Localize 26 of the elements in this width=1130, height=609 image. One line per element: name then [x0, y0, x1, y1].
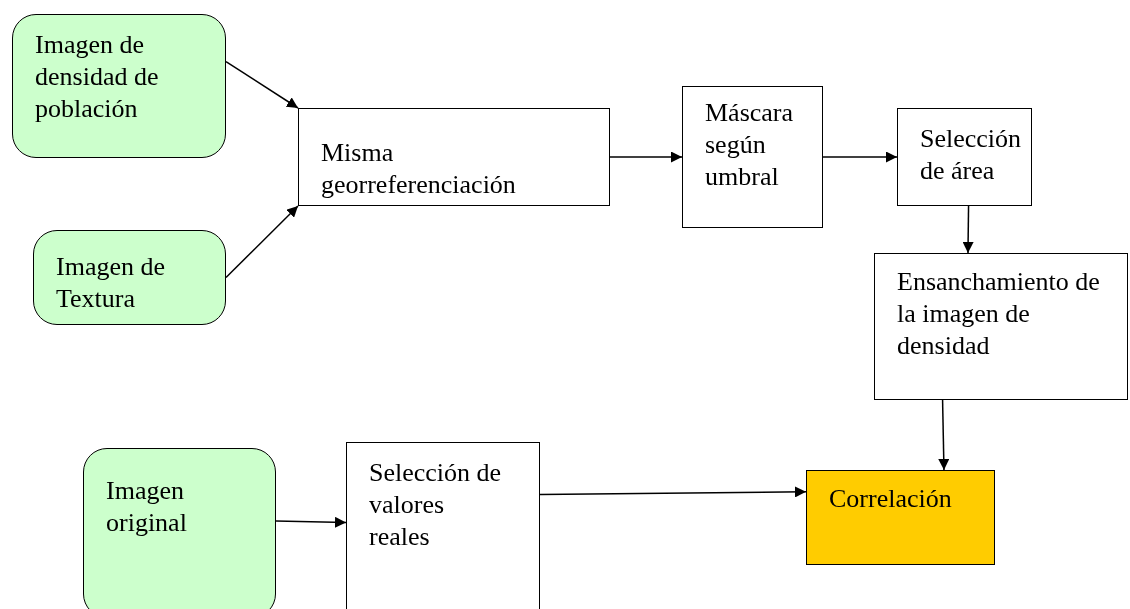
node-label: Correlación	[829, 483, 953, 515]
arrow	[275, 516, 347, 528]
node-label: Máscara según umbral	[705, 97, 795, 193]
arrow	[962, 205, 974, 254]
arrow	[539, 486, 807, 498]
arrow	[938, 399, 950, 471]
node-label: Imagen de densidad de población	[35, 29, 160, 125]
process-box	[346, 442, 540, 609]
input-box	[12, 14, 226, 158]
input-box	[33, 230, 226, 325]
node-label: Imagen original	[106, 475, 188, 539]
process-box	[682, 86, 823, 228]
arrow	[822, 151, 898, 163]
node-label: Ensanchamiento de la imagen de densidad	[897, 266, 1101, 362]
process-box	[897, 108, 1032, 206]
arrow	[225, 205, 299, 279]
arrow	[609, 151, 683, 163]
arrow	[225, 60, 299, 109]
process-box	[874, 253, 1128, 400]
node-label: Imagen de Textura	[56, 251, 166, 315]
node-label: Selección de valores reales	[369, 457, 503, 553]
result-box	[806, 470, 995, 565]
input-box	[83, 448, 276, 609]
node-label: Selección de área	[920, 123, 1023, 187]
process-box	[298, 108, 610, 206]
node-label: Misma georreferenciación	[321, 137, 517, 201]
